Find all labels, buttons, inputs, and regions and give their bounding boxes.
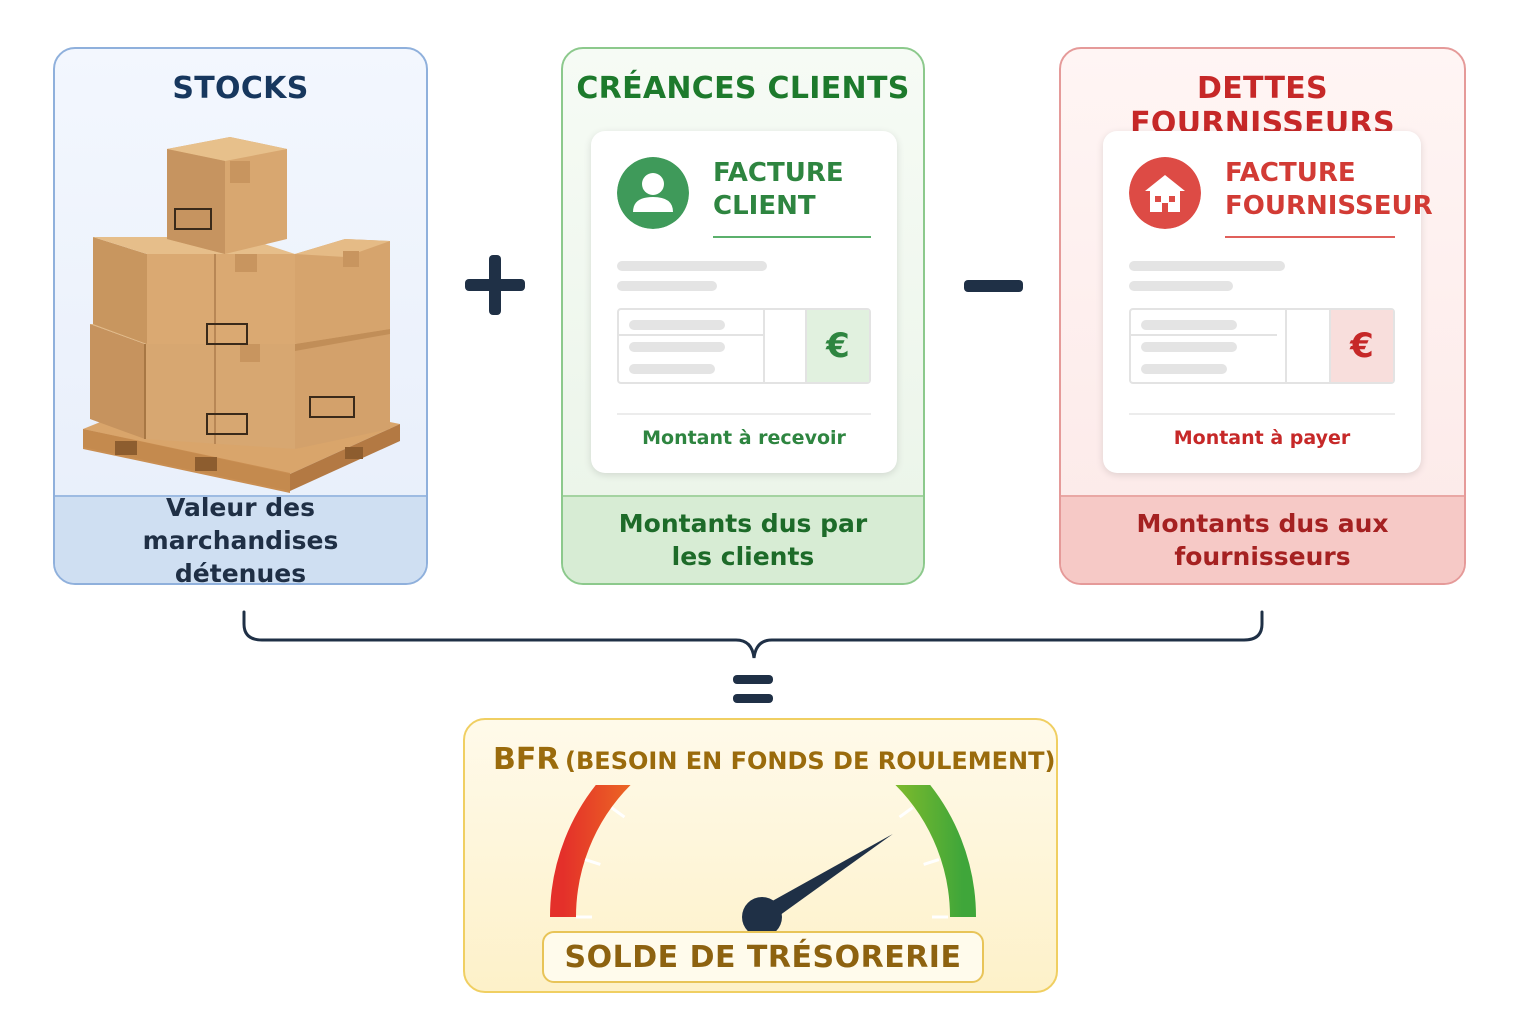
placeholder-line xyxy=(617,261,767,271)
dettes-fournisseurs-caption: Montants dus aux fournisseurs xyxy=(1061,495,1464,583)
placeholder-line xyxy=(1129,261,1285,271)
stocks-caption-line2: détenues xyxy=(174,558,307,585)
placeholder-line xyxy=(1129,281,1233,291)
supplier-invoice-title-line2: FOURNISSEUR xyxy=(1225,191,1433,221)
supplier-invoice-title-line1: FACTURE xyxy=(1225,158,1356,188)
bfr-title: BFR (BESOIN EN FONDS DE ROULEMENT) xyxy=(493,742,1055,777)
creances-clients-card: CRÉANCES CLIENTS FACTURE CLIENT € Montan… xyxy=(561,47,925,585)
fournisseurs-caption-line2: fournisseurs xyxy=(1174,542,1351,571)
stocks-caption: Valeur des marchandises détenues xyxy=(55,492,426,585)
curly-brace xyxy=(242,610,1264,659)
building-icon xyxy=(1129,157,1201,229)
stocks-card: STOCKS xyxy=(53,47,428,585)
gauge xyxy=(550,785,976,935)
dettes-fournisseurs-card: DETTES FOURNISSEURS FACTURE FOURNISSEUR … xyxy=(1059,47,1466,585)
gauge-tick xyxy=(584,858,601,866)
supplier-invoice-title: FACTURE FOURNISSEUR xyxy=(1225,157,1433,223)
gauge-hub xyxy=(742,897,782,935)
minus-icon xyxy=(964,280,1023,292)
euro-icon: € xyxy=(807,310,869,382)
clients-caption-line1: Montants dus par xyxy=(618,509,868,538)
creances-clients-title: CRÉANCES CLIENTS xyxy=(576,71,910,106)
client-invoice-title-line1: FACTURE xyxy=(713,158,844,188)
bfr-abbreviation: BFR xyxy=(493,742,560,777)
fournisseurs-caption-line1: Montants dus aux xyxy=(1136,509,1389,538)
gauge-tick xyxy=(923,858,940,866)
creances-clients-caption: Montants dus par les clients xyxy=(563,495,923,583)
gauge-tick xyxy=(610,806,626,819)
gauge-ticks xyxy=(576,806,948,919)
client-invoice-rule xyxy=(713,236,871,238)
euro-icon: € xyxy=(1331,310,1393,382)
stocks-title: STOCKS xyxy=(172,71,309,106)
tresorerie-label: SOLDE DE TRÉSORERIE xyxy=(542,931,984,983)
plus-icon xyxy=(465,255,525,315)
supplier-invoice: FACTURE FOURNISSEUR € Montant à payer xyxy=(1103,131,1433,473)
stocks-caption-line1: Valeur des marchandises xyxy=(142,492,339,555)
client-invoice-table: € xyxy=(617,308,871,384)
supplier-invoice-rule xyxy=(1225,236,1395,238)
equals-icon xyxy=(733,675,773,703)
client-invoice-title: FACTURE CLIENT xyxy=(713,157,844,223)
clients-caption-line2: les clients xyxy=(671,542,815,571)
gauge-tick xyxy=(898,806,914,819)
user-icon xyxy=(617,157,689,229)
supplier-amount-label: Montant à payer xyxy=(1173,427,1351,449)
client-invoice-title-line2: CLIENT xyxy=(713,191,816,221)
placeholder-line xyxy=(617,281,717,291)
gauge-arc xyxy=(550,785,976,918)
gauge-needle xyxy=(757,833,893,925)
client-amount-label: Montant à recevoir xyxy=(642,427,846,449)
bfr-result-box: BFR (BESOIN EN FONDS DE ROULEMENT) SOLDE… xyxy=(463,718,1058,993)
supplier-invoice-table: € xyxy=(1129,308,1395,384)
bfr-full-name: (BESOIN EN FONDS DE ROULEMENT) xyxy=(565,747,1056,775)
client-invoice: FACTURE CLIENT € Montant à recevoir xyxy=(591,131,897,473)
supplier-invoice-separator xyxy=(1129,413,1395,415)
client-invoice-separator xyxy=(617,413,871,415)
boxes-on-pallet-image xyxy=(83,137,400,493)
